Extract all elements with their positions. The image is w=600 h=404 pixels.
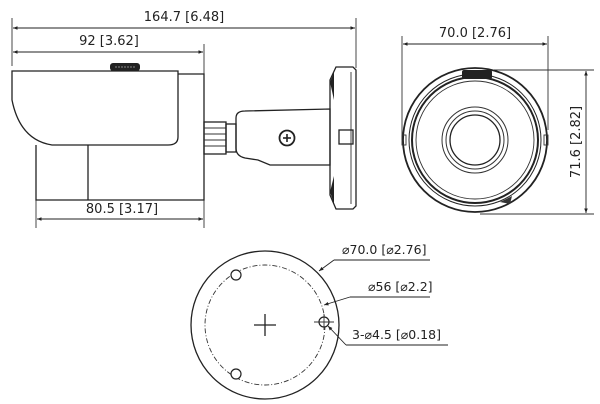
- mount-hole-icon: [230, 269, 242, 281]
- wall-mount-plate: [329, 66, 357, 210]
- bolt-circle-callout: ⌀56 [⌀2.2]: [323, 279, 433, 306]
- threaded-neck: [203, 121, 237, 155]
- screw-icon: [278, 129, 296, 147]
- mount-base-view: ⌀70.0 [⌀2.76] ⌀56 [⌀2.2] 3-⌀4.5 [⌀0.18]: [190, 242, 448, 400]
- lens-icon: [441, 106, 509, 174]
- hole-callout: 3-⌀4.5 [⌀0.18]: [327, 325, 448, 346]
- bracket-arm: [235, 108, 331, 166]
- front-width-label: 70.0 [2.76]: [439, 26, 511, 41]
- base-outer-circle: [190, 250, 340, 400]
- overall-length-label: 164.7 [6.48]: [144, 10, 224, 25]
- body-length-label: 80.5 [3.17]: [86, 202, 158, 217]
- housing-length-dimension: 92 [3.62]: [13, 34, 203, 54]
- side-view: 164.7 [6.48] 92 [3.62] 80.5 [3.17]: [11, 10, 357, 228]
- hole-label: 3-⌀4.5 [⌀0.18]: [352, 327, 441, 342]
- bolt-circle-label: ⌀56 [⌀2.2]: [368, 279, 433, 294]
- front-height-label: 71.6 [2.82]: [569, 106, 584, 178]
- body-length-dimension: 80.5 [3.17]: [37, 202, 203, 221]
- overall-length-dimension: 164.7 [6.48]: [13, 10, 355, 30]
- front-width-dimension: 70.0 [2.76]: [403, 26, 547, 46]
- housing-length-label: 92 [3.62]: [79, 34, 139, 49]
- front-knob-icon: [462, 70, 492, 79]
- outer-diameter-label: ⌀70.0 [⌀2.76]: [342, 242, 426, 257]
- outer-diameter-callout: ⌀70.0 [⌀2.76]: [318, 242, 430, 272]
- front-view: 70.0 [2.76] 71.6 [2.82]: [401, 26, 594, 215]
- front-height-dimension: 71.6 [2.82]: [569, 71, 588, 213]
- sun-shield: [11, 70, 179, 146]
- mount-hole-icon: [230, 368, 242, 380]
